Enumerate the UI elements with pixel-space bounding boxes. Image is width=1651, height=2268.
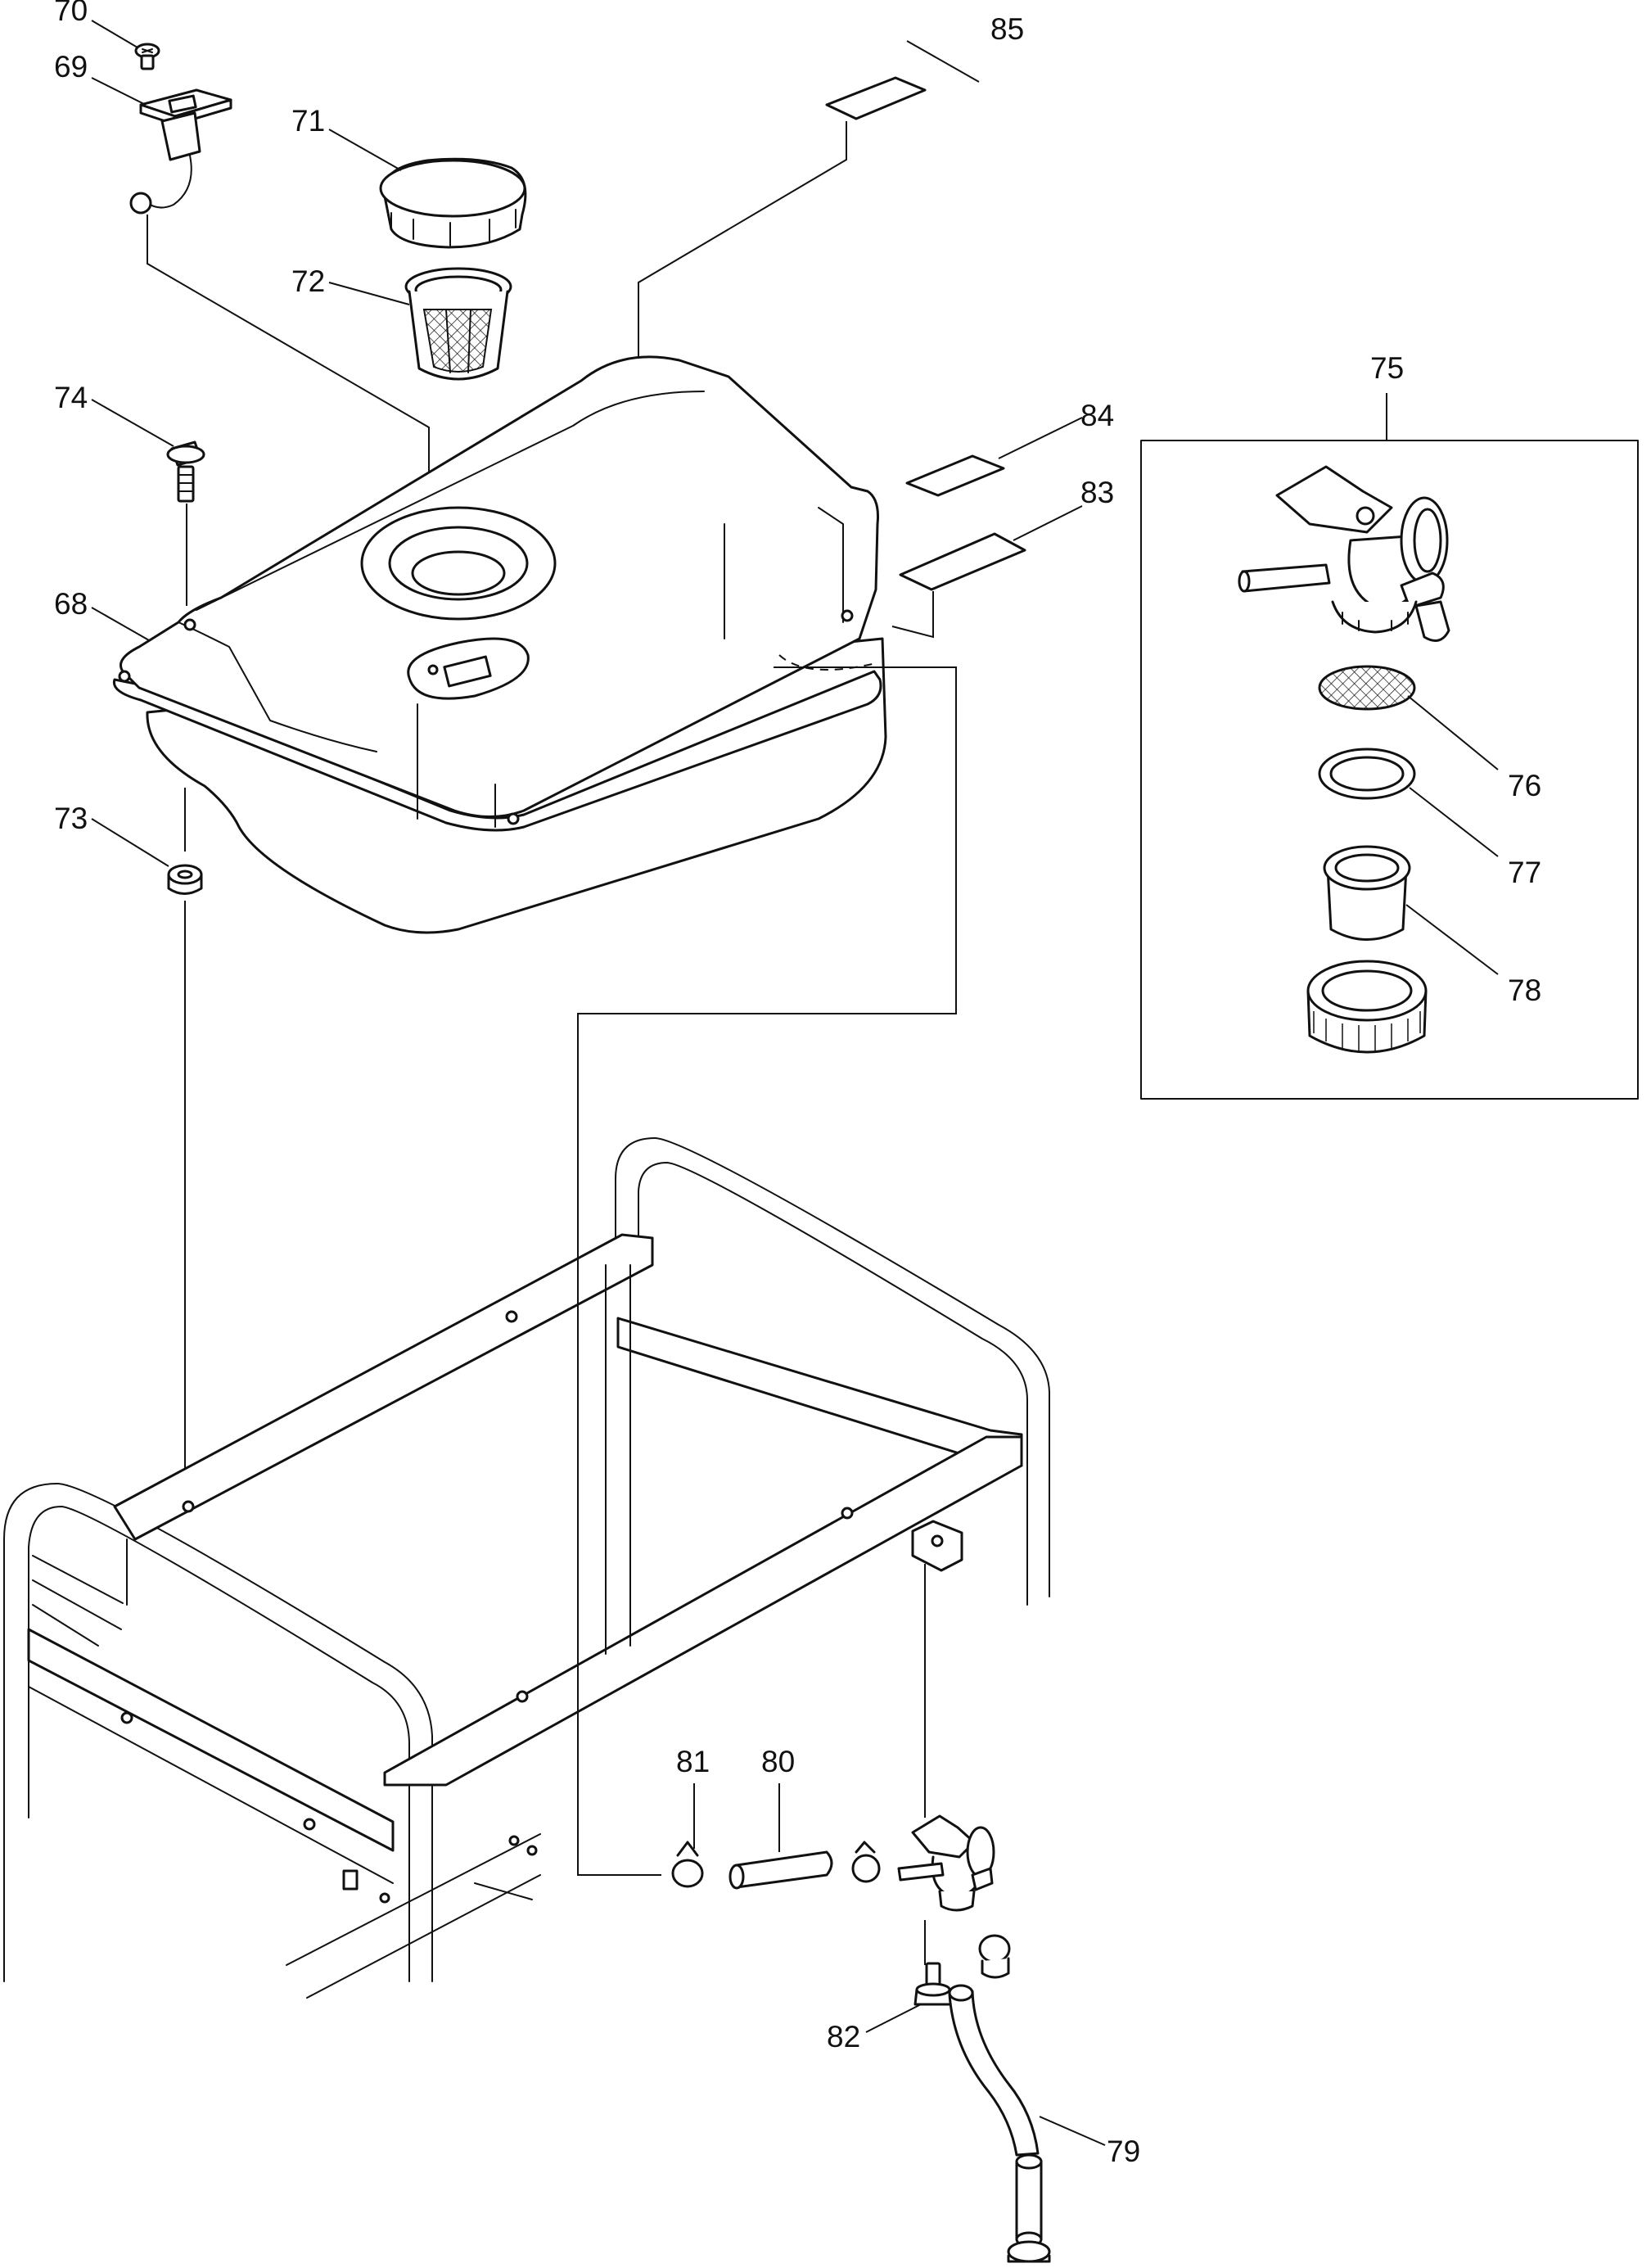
fuel-hose-80	[729, 1850, 833, 1890]
fuel-cock-installed	[897, 1814, 995, 1912]
bolt-82	[913, 1962, 953, 2006]
fuel-cock-detail-box	[1140, 440, 1639, 1100]
callout-77: 77	[1508, 856, 1541, 889]
screw-70	[134, 43, 160, 70]
generator-frame	[3, 1137, 1050, 1999]
hose-clamp-pair	[851, 1841, 881, 1883]
callout-76: 76	[1508, 769, 1541, 802]
callout-73: 73	[54, 802, 88, 835]
filter-screen-76	[1318, 665, 1416, 711]
callout-70: 70	[54, 0, 88, 27]
callout-74: 74	[54, 381, 88, 414]
callout-75: 75	[1370, 351, 1404, 385]
fuel-gauge-69	[129, 88, 232, 215]
callout-71: 71	[291, 104, 325, 138]
grommet-73	[167, 864, 203, 895]
callout-80: 80	[761, 1745, 795, 1778]
callout-84: 84	[1080, 399, 1114, 432]
label-85	[825, 76, 927, 120]
fuel-strainer-72	[404, 267, 512, 381]
fuel-tank-68	[112, 355, 887, 934]
callout-69: 69	[54, 50, 88, 84]
fuel-cap-71	[379, 157, 527, 249]
hose-clamp	[978, 1934, 1011, 1979]
callout-82: 82	[827, 2020, 860, 2053]
hose-clamp-81	[671, 1841, 704, 1888]
sediment-cup-78	[1323, 845, 1411, 941]
fuel-hose-79	[948, 1984, 1043, 2248]
fuel-cock-75	[1238, 465, 1450, 642]
o-ring-77	[1318, 748, 1416, 800]
label-83	[899, 532, 1026, 591]
hose-clamp-bottom	[1007, 2240, 1051, 2263]
label-84	[905, 454, 1005, 497]
callout-83: 83	[1080, 476, 1114, 509]
bolt-74	[166, 440, 205, 503]
callout-68: 68	[54, 587, 88, 621]
callout-79: 79	[1107, 2135, 1140, 2168]
callout-72: 72	[291, 264, 325, 298]
callout-78: 78	[1508, 974, 1541, 1007]
callout-81: 81	[676, 1745, 710, 1778]
callout-85: 85	[990, 12, 1024, 46]
cup-nut	[1306, 960, 1428, 1054]
